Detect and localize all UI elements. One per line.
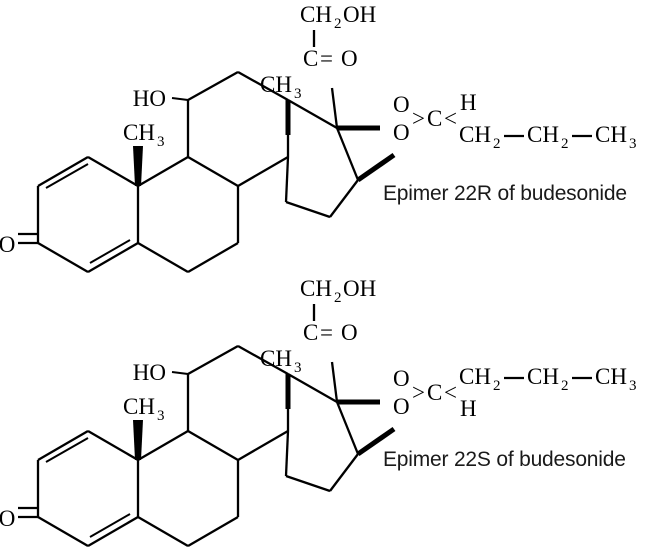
ketone-oxygen-label: O [0, 232, 15, 257]
methyl-c13-top: CH 3 [260, 72, 302, 135]
side-chain-c17-top: C = O CH 2 OH [300, 2, 376, 129]
d-ring-top [284, 99, 360, 219]
methyl-c10-label: CH [123, 394, 155, 419]
side-chain-c17-bottom: C = O CH 2 OH [300, 276, 376, 403]
propyl-ch3-subscript: 3 [629, 378, 637, 394]
acetal-linkage-top: O O > C < [337, 92, 457, 183]
structure-epimer-22s: O CH 3 C [0, 276, 637, 547]
acetal-lt-symbol: < [444, 380, 457, 405]
methyl-c13-label: CH [260, 72, 292, 97]
carbonyl-carbon-label: C [303, 320, 318, 345]
propyl-ch2-a-label: CH [459, 122, 491, 147]
hydroxymethyl-label: CH [300, 2, 332, 27]
propyl-ch2-b-label: CH [527, 122, 559, 147]
carbonyl-double-bond-label: = [320, 46, 333, 71]
c-ring-bottom [137, 460, 240, 547]
acetal-carbon-label: C [427, 106, 442, 131]
hydroxyl-c11-label: HO [133, 86, 166, 111]
propyl-ch3-label: CH [595, 122, 627, 147]
methyl-c10-top: CH 3 [123, 120, 165, 186]
methyl-c10-subscript: 3 [157, 134, 165, 150]
carbonyl-oxygen-label: O [341, 320, 358, 345]
acetal-substituents-22r: H CH 2 CH 2 CH 3 [459, 90, 637, 152]
acetal-oxygen-upper-label: O [393, 366, 410, 391]
carbonyl-carbon-label: C [303, 46, 318, 71]
methyl-c13-subscript: 3 [294, 86, 302, 102]
hydroxyl-c11-top: HO [133, 86, 189, 111]
methyl-c13-bottom: CH 3 [260, 346, 302, 409]
structure-epimer-22r: O CH 3 [0, 2, 637, 273]
ketone-c3-top: O [0, 232, 38, 257]
propyl-ch2-b-subscript: 2 [561, 378, 569, 394]
methyl-c13-label: CH [260, 346, 292, 371]
acetal-carbon-label: C [427, 380, 442, 405]
acetal-linkage-bottom: O O > C < [337, 366, 457, 457]
methyl-c10-subscript: 3 [157, 408, 165, 424]
methyl-c13-subscript: 3 [294, 360, 302, 376]
a-ring-bottom [36, 430, 140, 547]
hydroxymethyl-subscript: 2 [334, 290, 342, 306]
c-ring-top [137, 186, 240, 273]
caption-epimer-22r: Epimer 22R of budesonide [383, 182, 627, 205]
ketone-oxygen-label: O [0, 506, 15, 531]
acetal-gt-symbol: > [412, 380, 425, 405]
propyl-ch2-a-label: CH [459, 364, 491, 389]
acetal-hydrogen-label: H [460, 396, 477, 421]
hydroxymethyl-label: CH [300, 276, 332, 301]
propyl-ch2-b-subscript: 2 [561, 136, 569, 152]
propyl-ch2-a-subscript: 2 [493, 136, 501, 152]
acetal-oxygen-lower-label: O [393, 120, 410, 145]
ketone-c3-bottom: O [0, 506, 38, 531]
d-ring-bottom [284, 373, 360, 493]
propyl-ch3-subscript: 3 [629, 136, 637, 152]
acetal-oxygen-lower-label: O [393, 394, 410, 419]
acetal-gt-symbol: > [412, 106, 425, 131]
caption-epimer-22s: Epimer 22S of budesonide [383, 448, 626, 471]
acetal-substituents-22s: CH 2 H CH 2 CH 3 [459, 364, 637, 421]
acetal-lt-symbol: < [444, 106, 457, 131]
acetal-hydrogen-label: H [460, 90, 477, 115]
methyl-c10-bottom: CH 3 [123, 394, 165, 460]
hydroxyl-c11-bottom: HO [133, 360, 189, 385]
methyl-c10-label: CH [123, 120, 155, 145]
a-ring-top [36, 156, 140, 273]
propyl-ch3-label: CH [595, 364, 627, 389]
propyl-ch2-b-label: CH [527, 364, 559, 389]
hydroxymethyl-tail-label: OH [343, 2, 376, 27]
carbonyl-oxygen-label: O [341, 46, 358, 71]
b-ring-bottom [137, 344, 290, 461]
hydroxyl-c11-label: HO [133, 360, 166, 385]
hydroxymethyl-subscript: 2 [334, 16, 342, 32]
propyl-ch2-a-subscript: 2 [493, 378, 501, 394]
hydroxymethyl-tail-label: OH [343, 276, 376, 301]
acetal-oxygen-upper-label: O [393, 92, 410, 117]
carbonyl-double-bond-label: = [320, 320, 333, 345]
